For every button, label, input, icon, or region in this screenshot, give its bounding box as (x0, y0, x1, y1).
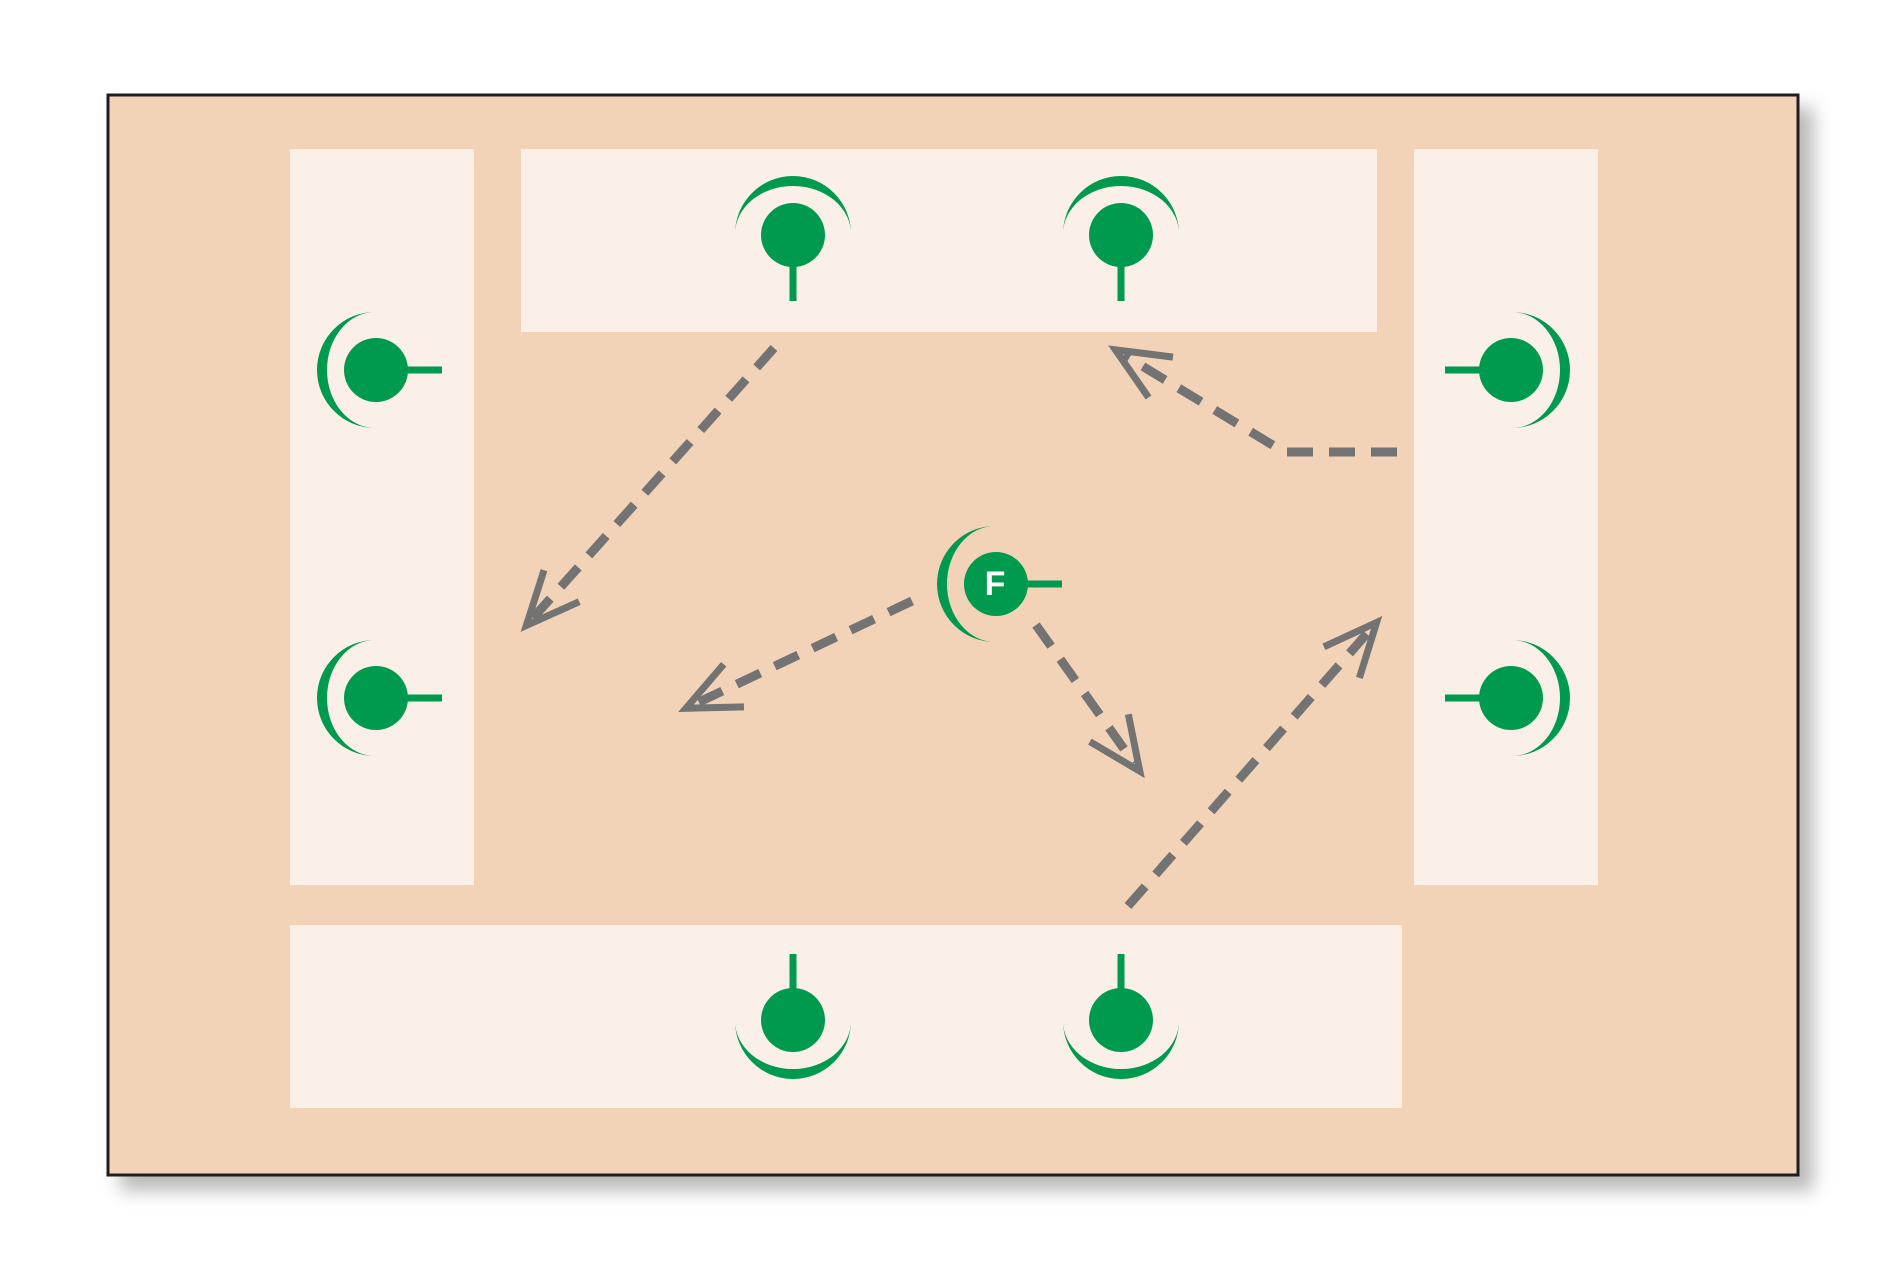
dashed-arrow-icon-head (1088, 713, 1145, 779)
dashed-arrow-icon-head (1108, 345, 1174, 400)
player-icon (344, 338, 408, 402)
player-icon-stick (1117, 261, 1125, 301)
dashed-arrow-icon-head (520, 569, 581, 632)
dashed-arrow-icon-shaft (1032, 622, 1138, 766)
player-left-upper (317, 312, 442, 428)
player-top-right (1063, 176, 1179, 301)
dashed-arrow-icon-shaft (1124, 627, 1374, 909)
player-icon (1479, 338, 1543, 402)
zone-bottom (290, 925, 1402, 1108)
arrow-center-to-down-right (1032, 622, 1145, 779)
arrows-layer (520, 345, 1397, 909)
player-right-upper (1445, 312, 1570, 428)
player-bottom-right (1063, 954, 1179, 1079)
arrow-top-to-left (520, 345, 778, 632)
player-bottom-left (735, 954, 851, 1079)
zone-top (521, 149, 1377, 332)
player-icon (1089, 988, 1153, 1052)
player-icon-stick (789, 261, 797, 301)
dashed-arrow-icon-head (1322, 616, 1383, 679)
player-icon-stick (402, 366, 442, 374)
player-icon (761, 203, 825, 267)
player-icon-crescent (735, 1021, 851, 1079)
player-icon-crescent (317, 312, 375, 428)
player-icon (1479, 666, 1543, 730)
player-icon-crescent (1063, 176, 1179, 234)
player-right-lower (1445, 640, 1570, 756)
players-layer (317, 176, 1570, 1079)
player-left-lower (317, 640, 442, 756)
player-with-f-icon (937, 526, 1062, 642)
arrow-right-to-top (1108, 345, 1397, 457)
player-icon-stick (1445, 366, 1485, 374)
player-center-f: F (937, 526, 1062, 642)
player-icon-crescent (1063, 1021, 1179, 1079)
player-icon-crescent (1512, 640, 1570, 756)
player-icon-crescent (317, 640, 375, 756)
player-icon (761, 988, 825, 1052)
zone-left (290, 149, 474, 885)
arrow-center-to-left (678, 596, 914, 712)
player-top-left (735, 176, 851, 301)
player-label: F (985, 565, 1006, 603)
player-icon (344, 666, 408, 730)
zone-right (1414, 149, 1598, 885)
player-icon-stick (1445, 694, 1485, 702)
arrow-bottom-to-right (1124, 616, 1383, 909)
player-stick (1022, 580, 1062, 588)
player-crescent (937, 526, 995, 642)
dashed-arrow-icon-head (678, 661, 745, 712)
player-icon-stick (789, 954, 797, 994)
dashed-arrow-icon-shaft (529, 345, 778, 621)
player-icon (1089, 203, 1153, 267)
player-head (964, 552, 1028, 616)
player-icon-crescent (735, 176, 851, 234)
player-icon-crescent (1512, 312, 1570, 428)
player-icon-stick (402, 694, 442, 702)
player-icon-stick (1117, 954, 1125, 994)
